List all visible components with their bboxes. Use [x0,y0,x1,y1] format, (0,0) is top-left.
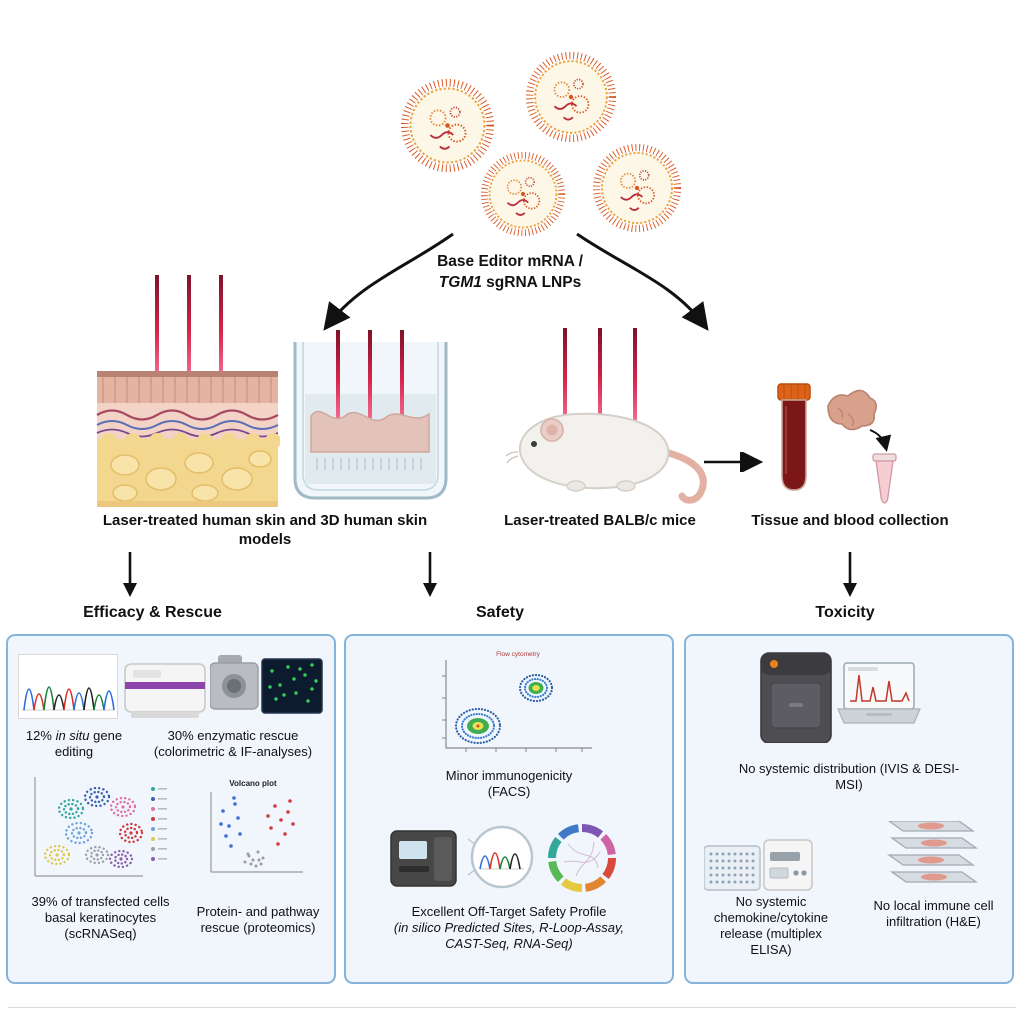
laser-beam-icon [633,328,637,420]
down-arrow-efficacy [123,552,137,597]
flow-cytometry-plot-icon: Flow cytometry [442,651,592,752]
svg-text:Volcano plot: Volcano plot [229,779,277,788]
text-offtarget: Excellent Off-Target Safety Profile (in … [393,904,625,951]
lnp-title-line2: TGM1 sgRNA LNPs [438,273,582,291]
laser-beam-icon [219,275,223,375]
lnp-title-line1: Base Editor mRNA / [437,253,583,270]
section-title-efficacy: Efficacy & Rescue [83,604,222,621]
text-infiltration: No local immune cell infiltration (H&E) [873,898,994,929]
down-arrow-safety [423,552,437,597]
mouse-tail [661,448,707,504]
lnp-title: Base Editor mRNA / TGM1 sgRNA LNPs [360,252,660,294]
ivis-imaging-machine-icon [760,652,832,743]
figure-bottom-rule [8,1007,1016,1008]
tissue-to-tube-arrow [869,429,892,452]
laser-beam-icon [187,275,191,375]
laser-beam-icon [368,330,372,418]
arrow-right-icon [576,232,709,331]
lnp-particles-icon [380,48,710,248]
efficacy-panel: 12% in situ gene editing 30% enzymatic r… [6,634,336,984]
tissue-blood-collection-illustration [777,383,897,504]
mouse-to-collection-arrow [704,452,764,472]
3d-skin-model-illustration [293,330,448,500]
down-arrow-toxicity [843,552,857,597]
balbc-mouse-illustration [505,328,707,504]
caption-skin-models: Laser-treated human skin and 3D human sk… [102,512,428,548]
caption-mice: Laser-treated BALB/c mice [504,512,696,529]
human-skin-illustration [96,275,280,507]
section-title-safety: Safety [475,604,525,621]
blood-tube [781,399,807,491]
tsne-legend [151,787,167,861]
section-title-toxicity: Toxicity [815,604,875,621]
text-scrnaseq: 39% of transfected cells basal keratinoc… [31,894,170,941]
laser-beam-icon [155,275,159,375]
arrow-left-icon [323,232,454,331]
text-chemokine: No systemic chemokine/cytokine release (… [713,894,829,957]
circos-plot-icon [548,824,616,892]
laser-beam-icon [400,330,404,418]
volcano-plot-icon: Volcano plot [210,779,303,873]
imager-and-fluorescence-screen-icon [210,655,323,714]
text-immunogenicity: Minor immunogenicity (FACS) [445,768,573,799]
laptop-spectra-icon [837,662,921,724]
toxicity-panel: No systemic distribution (IVIS & DESI-MS… [684,634,1014,984]
text-distribution: No systemic distribution (IVIS & DESI-MS… [738,761,960,792]
analyzer-instrument-icon [124,663,206,718]
svg-text:Flow cytometry: Flow cytometry [496,651,540,658]
lnp-to-models-arrows [323,232,709,331]
laser-beam-icon [336,330,340,418]
laser-beam-icon [563,328,567,420]
text-enzymatic-rescue: 30% enzymatic rescue (colorimetric & IF-… [153,728,313,759]
microplate-elisa-icon [704,839,813,891]
text-gene-editing: 12% in situ gene editing [25,728,123,759]
laser-beam-icon [598,328,602,420]
chromatogram-magnifier-icon [467,825,534,889]
histology-slides-stack-icon [887,821,977,883]
tsne-scatter-plot-icon [34,777,167,877]
sanger-chromatogram-icon [18,654,118,719]
safety-panel: Flow cytometry Minor immunogenicity (FAC… [344,634,674,984]
tissue-sample [827,389,878,431]
caption-collection: Tissue and blood collection [751,512,949,529]
text-proteomics: Protein- and pathway rescue (proteomics) [196,904,320,935]
microcentrifuge-tube [875,460,894,504]
sequencer-instrument-icon [390,830,457,887]
